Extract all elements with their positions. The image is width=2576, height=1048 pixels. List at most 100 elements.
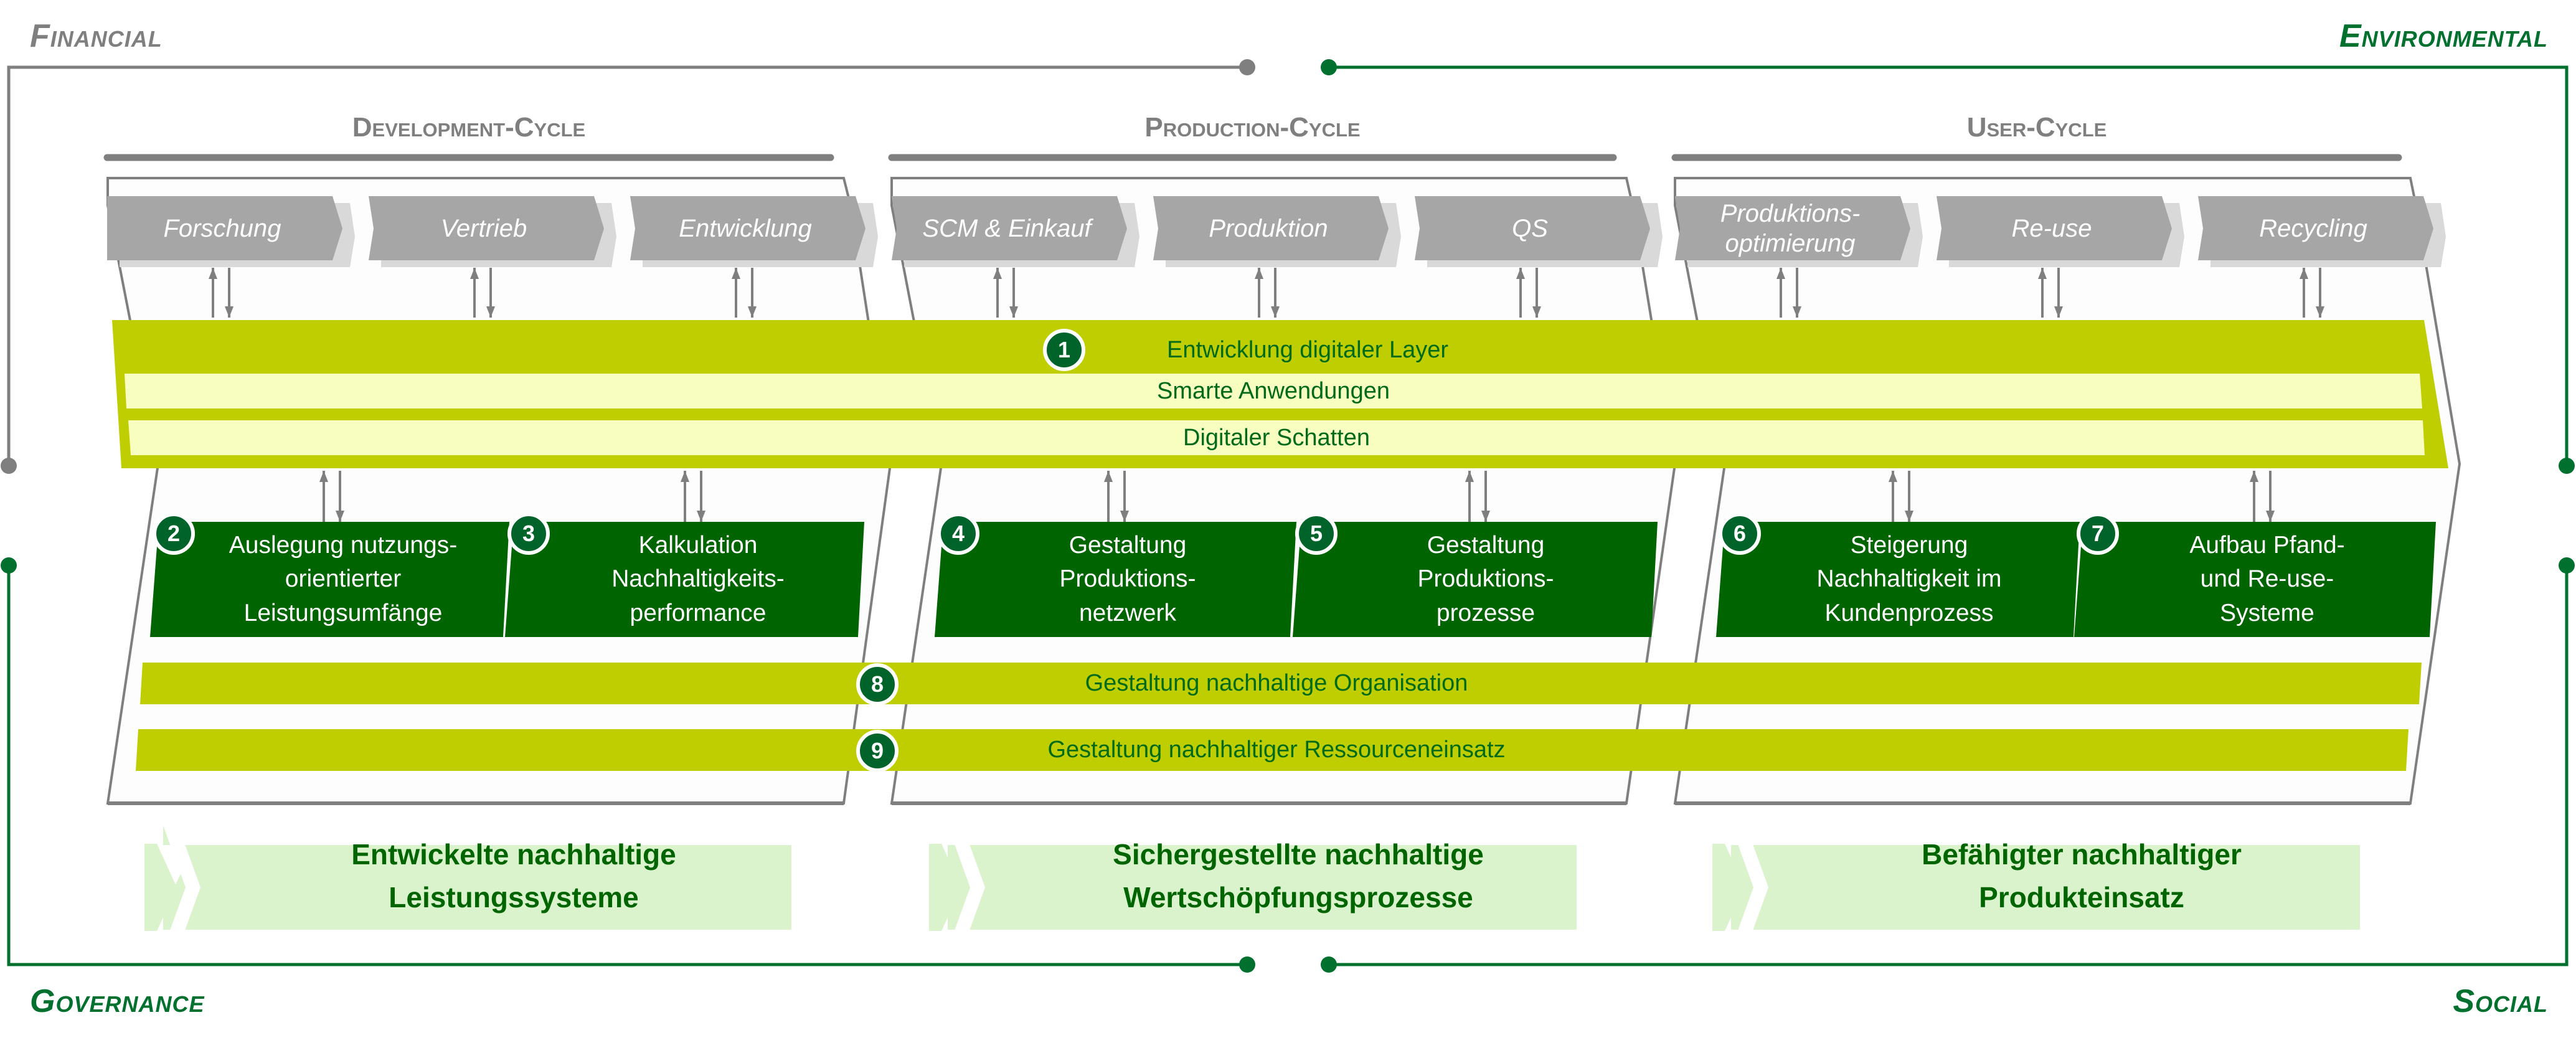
result-chevron-notch [946,822,985,953]
process-step: Entwicklung [679,214,812,242]
badge-7: 7 [2077,512,2119,555]
production-cycle-outline [890,177,1677,805]
arrow-up [2300,268,2308,318]
badge-3: 3 [507,512,550,555]
arrow-up [2250,471,2258,522]
arrow-down [748,268,757,318]
badge-5: 5 [1295,512,1338,555]
result-chevron-tail [929,844,961,931]
badge-4: 4 [937,512,979,555]
arrow-up [1516,268,1525,318]
frame-node [1321,956,1337,973]
smart-applications-band [125,374,2422,408]
badge-8: 8 [856,663,899,706]
financial-frame-line [1,59,1255,474]
frame-node [2559,557,2575,574]
arrow-up [319,471,328,522]
arrow-down [1481,471,1490,522]
measure-box-7-text: Aufbau Pfand- und Re-use- Systeme [2189,531,2345,626]
process-step: Produktions- optimierung [1720,199,1861,257]
result-chevrons [163,822,2360,930]
step-chevron [892,196,1127,260]
environmental-frame-line [1321,59,2575,474]
frame-node [1321,59,1337,75]
badge-1: 1 [1043,329,1085,371]
step-chevron [107,196,342,260]
arrow-up [209,268,217,318]
digital-layer-title: Entwicklung digitaler Layer [1166,336,1448,363]
smart-applications-label: Smarte Anwendungen [1157,377,1390,404]
digital-shadow-label: Digitaler Schatten [1183,424,1370,451]
arrow-up [732,268,740,318]
user-cycle-outline [1673,177,2461,805]
arrow-up [1104,471,1113,522]
arrow-down [486,268,495,318]
user-cycle-title: User-Cycle [1966,112,2107,143]
measure-box-2 [150,522,509,637]
result-chevron-notch [162,822,201,953]
step-chevron [630,196,866,260]
result-chevron-tail [144,844,177,931]
arrow-up [681,471,689,522]
arrow-down [2266,471,2275,522]
step-chevron [1153,196,1389,260]
frame-node [1239,956,1255,973]
process-step: QS [1512,214,1548,242]
arrow-down [1271,268,1280,318]
environmental-label: Environmental [2339,18,2548,54]
process-step: Re-use [2011,214,2092,242]
step-chevron [1937,196,2172,260]
arrow-up [1465,471,1474,522]
badge-6: 6 [1719,512,1761,555]
frame-node [2559,458,2575,474]
governance-label: Governance [30,983,205,1019]
badge-9: 9 [856,730,899,772]
measure-box-6 [1716,522,2080,637]
arrow-down [1120,471,1129,522]
arrow-down [1905,471,1913,522]
result-chevron-notch [1730,822,1768,953]
resource-band-label: Gestaltung nachhaltiger Ressourceneinsat… [1047,737,1506,763]
result-user: Befähigter nachhaltiger Produkteinsatz [1922,838,2242,913]
badge-2: 2 [153,512,195,555]
measure-box-2-text: Auslegung nutzungs- orientierter Leistun… [229,531,458,626]
development-cycle-title: Development-Cycle [352,112,586,143]
process-step: SCM & Einkauf [922,214,1092,242]
measure-box-5 [1293,522,1658,637]
frame-node [1,557,17,574]
measure-box-4-text: Gestaltung Produktions- netzwerk [1059,531,1196,626]
arrow-down [1009,268,1018,318]
process-step: Forschung [163,214,281,242]
arrow-up [470,268,479,318]
digital-shadow-band [128,420,2425,455]
organisation-band [140,663,2422,704]
arrow-up [1255,268,1263,318]
arrow-down [1532,268,1541,318]
measure-box-4 [935,522,1296,637]
production-cycle-title: Production-Cycle [1144,112,1361,143]
arrow-down [697,471,705,522]
arrow-down [336,471,344,522]
measure-box-3-text: Kalkulation Nachhaltigkeits- performance [611,531,785,626]
measure-box-5-text: Gestaltung Produktions- prozesse [1417,531,1554,626]
arrow-down [2316,268,2324,318]
measure-box-7 [2074,522,2436,637]
step-chevron [369,196,604,260]
process-step: Produktion [1209,214,1328,242]
development-cycle-outline [106,177,892,805]
result-production: Sichergestellte nachhaltige Wertschöpfun… [1113,838,1484,913]
financial-label: Financial [30,18,163,54]
arrow-up [2038,268,2047,318]
step-chevron [1415,196,1650,260]
measure-box-3 [505,522,864,637]
arrow-up [1776,268,1785,318]
step-chevron [1675,196,1910,260]
result-development: Entwickelte nachhaltige Leistungssysteme [351,838,676,913]
process-step: Recycling [2259,214,2367,242]
measure-box-6-text: Steigerung Nachhaltigkeit im Kundenproze… [1816,531,2002,626]
social-frame-line [1321,557,2575,973]
organisation-band-label: Gestaltung nachhaltige Organisation [1085,670,1468,696]
arrow-down [1793,268,1801,318]
